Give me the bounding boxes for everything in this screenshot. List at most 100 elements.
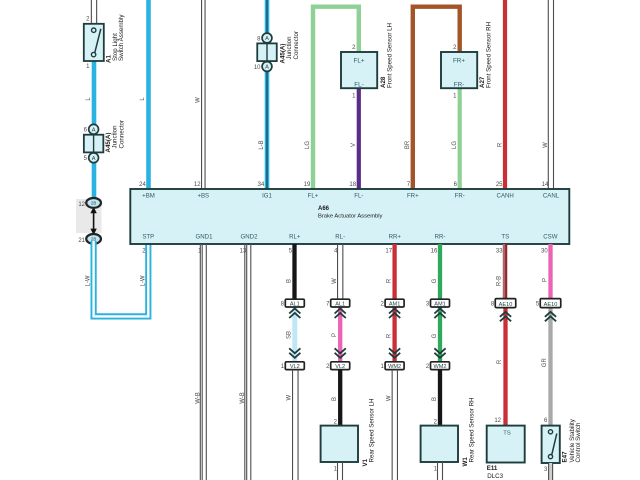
svg-text:Front Speed Sensor LH: Front Speed Sensor LH: [386, 23, 393, 88]
svg-text:A28: A28: [380, 76, 387, 88]
svg-text:V: V: [351, 143, 357, 147]
svg-text:A27: A27: [479, 76, 486, 88]
svg-text:1: 1: [86, 64, 90, 70]
svg-text:FR+: FR+: [453, 57, 465, 64]
svg-text:7: 7: [326, 301, 330, 307]
svg-text:G: G: [432, 333, 438, 338]
svg-text:6: 6: [454, 182, 458, 188]
svg-text:L-W: L-W: [140, 275, 146, 286]
svg-text:2: 2: [380, 301, 384, 307]
svg-text:DLC3: DLC3: [487, 473, 503, 480]
svg-text:3: 3: [544, 467, 548, 473]
svg-text:7: 7: [407, 182, 411, 188]
svg-text:L: L: [140, 97, 146, 101]
svg-text:1: 1: [434, 467, 438, 473]
svg-text:2B: 2B: [91, 201, 96, 206]
svg-text:B: B: [432, 397, 438, 401]
svg-text:G: G: [432, 278, 438, 283]
svg-text:Connector: Connector: [293, 31, 300, 60]
svg-text:12: 12: [78, 202, 85, 208]
svg-text:21: 21: [78, 238, 85, 244]
svg-text:STP: STP: [142, 234, 154, 241]
svg-text:AE10: AE10: [544, 302, 558, 308]
svg-text:GND1: GND1: [196, 234, 214, 241]
svg-text:2B: 2B: [91, 237, 96, 242]
svg-text:19: 19: [304, 182, 311, 188]
svg-text:CANH: CANH: [497, 193, 514, 200]
svg-text:P: P: [542, 278, 548, 282]
svg-text:8: 8: [281, 301, 285, 307]
svg-text:L-B: L-B: [259, 140, 265, 149]
svg-text:Switch Assembly: Switch Assembly: [118, 14, 125, 61]
svg-text:2: 2: [453, 45, 457, 51]
svg-text:B: B: [332, 397, 338, 401]
svg-text:6: 6: [84, 128, 88, 134]
svg-text:+BS: +BS: [197, 193, 209, 200]
svg-text:GR: GR: [542, 358, 548, 368]
svg-text:L: L: [86, 97, 92, 101]
svg-text:LG: LG: [452, 141, 458, 149]
svg-text:2: 2: [426, 364, 430, 370]
svg-text:34: 34: [258, 182, 265, 188]
svg-text:LG: LG: [305, 141, 311, 149]
svg-text:FR+: FR+: [407, 193, 419, 200]
svg-text:FL-: FL-: [354, 193, 363, 200]
svg-text:CSW: CSW: [543, 234, 557, 241]
svg-text:FR-: FR-: [455, 193, 465, 200]
svg-text:AM1: AM1: [434, 301, 446, 307]
svg-text:GND2: GND2: [241, 234, 259, 241]
svg-text:W: W: [332, 278, 338, 284]
svg-text:TS: TS: [503, 431, 511, 437]
svg-text:2: 2: [326, 364, 330, 370]
svg-text:R: R: [387, 333, 393, 338]
svg-text:W: W: [543, 142, 549, 148]
svg-text:1: 1: [380, 364, 384, 370]
svg-text:R: R: [497, 359, 503, 364]
svg-text:Connector: Connector: [118, 120, 125, 149]
svg-text:A45(A): A45(A): [279, 44, 286, 64]
svg-text:R: R: [497, 142, 503, 147]
svg-text:3: 3: [426, 301, 430, 307]
svg-text:A45(A): A45(A): [105, 133, 112, 153]
svg-text:P: P: [332, 333, 338, 337]
svg-text:TS: TS: [501, 234, 509, 241]
svg-text:Vehicle Stability: Vehicle Stability: [569, 418, 576, 462]
svg-text:VL2: VL2: [335, 364, 345, 370]
svg-text:17: 17: [385, 249, 392, 255]
svg-text:W: W: [287, 395, 293, 401]
svg-text:5: 5: [289, 249, 293, 255]
svg-text:16: 16: [431, 249, 438, 255]
svg-text:+BM: +BM: [142, 193, 155, 200]
svg-text:4: 4: [334, 249, 338, 255]
svg-text:RR-: RR-: [435, 234, 446, 241]
svg-text:AM1: AM1: [389, 301, 401, 307]
svg-text:2: 2: [434, 420, 438, 426]
svg-text:5: 5: [84, 156, 88, 162]
svg-text:E47: E47: [562, 451, 569, 463]
svg-text:33: 33: [496, 249, 503, 255]
svg-text:A1: A1: [105, 55, 112, 63]
svg-text:SB: SB: [287, 331, 293, 339]
svg-text:12: 12: [194, 182, 201, 188]
svg-text:VL2: VL2: [290, 364, 300, 370]
svg-text:Rear Speed Sensor RH: Rear Speed Sensor RH: [468, 397, 475, 462]
svg-text:R-B: R-B: [497, 276, 503, 286]
svg-text:1: 1: [352, 94, 356, 100]
svg-text:IG1: IG1: [262, 193, 272, 200]
svg-text:25: 25: [496, 182, 503, 188]
svg-text:WM2: WM2: [433, 364, 446, 370]
svg-text:W: W: [387, 395, 393, 401]
svg-text:2: 2: [142, 249, 146, 255]
svg-text:A: A: [265, 65, 269, 71]
svg-text:E11: E11: [487, 465, 498, 472]
svg-text:1: 1: [334, 467, 338, 473]
svg-text:W-B: W-B: [240, 392, 246, 404]
svg-text:18: 18: [349, 182, 356, 188]
svg-text:A: A: [92, 127, 96, 133]
svg-text:W-B: W-B: [195, 392, 201, 404]
svg-text:8: 8: [491, 302, 495, 308]
svg-text:BR: BR: [405, 140, 411, 149]
svg-text:W: W: [195, 97, 201, 103]
svg-text:A: A: [265, 36, 269, 42]
svg-text:AL1: AL1: [290, 301, 300, 307]
